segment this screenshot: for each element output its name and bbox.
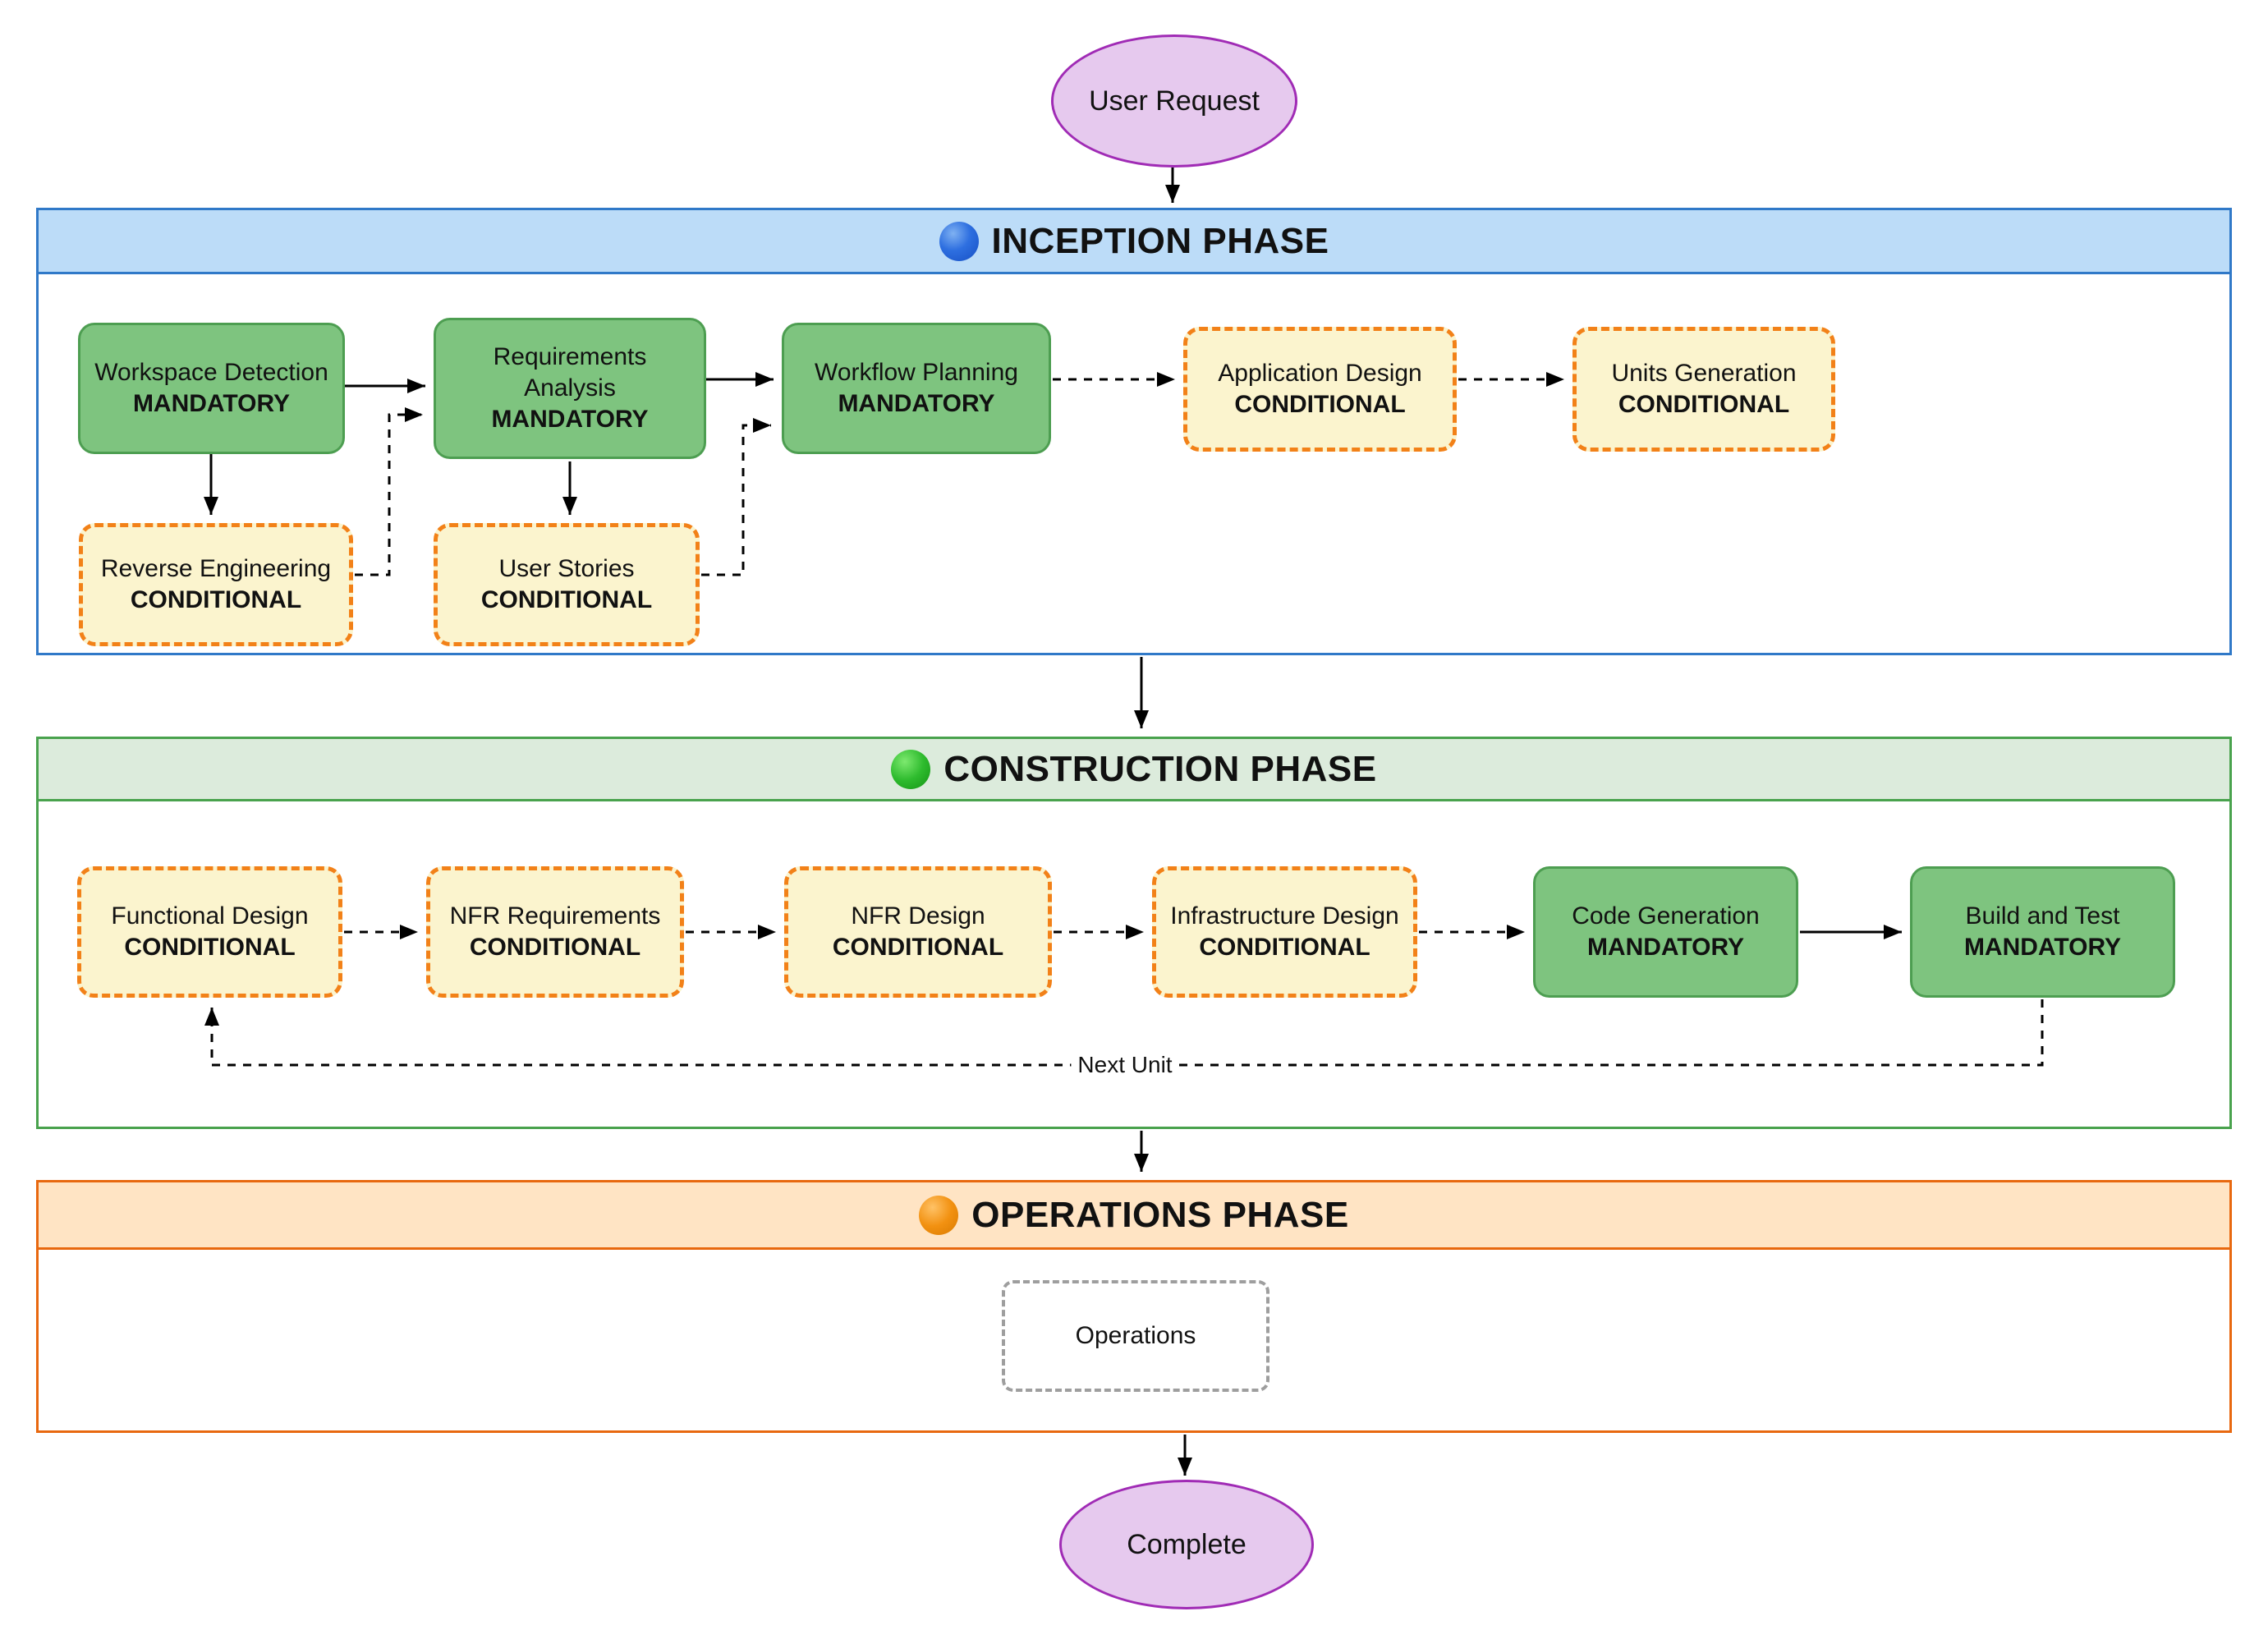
- node-infrastructure-design[interactable]: Infrastructure Design CONDITIONAL: [1152, 866, 1417, 998]
- node-functional-design[interactable]: Functional Design CONDITIONAL: [77, 866, 342, 998]
- orange-circle-icon: [919, 1195, 959, 1235]
- green-circle-icon: [891, 749, 931, 789]
- node-label: Infrastructure Design: [1170, 902, 1399, 930]
- node-label: Units Generation: [1611, 360, 1797, 387]
- operations-phase-title: OPERATIONS PHASE: [971, 1194, 1349, 1235]
- node-user-stories[interactable]: User Stories CONDITIONAL: [434, 523, 700, 646]
- node-workspace-detection[interactable]: Workspace Detection MANDATORY: [78, 323, 345, 454]
- node-badge: MANDATORY: [1586, 934, 1745, 961]
- node-application-design[interactable]: Application Design CONDITIONAL: [1183, 327, 1457, 452]
- node-label: Requirements Analysis: [493, 343, 647, 402]
- node-code-generation[interactable]: Code Generation MANDATORY: [1533, 866, 1798, 998]
- node-label: Operations: [1075, 1322, 1196, 1349]
- node-requirements-analysis[interactable]: Requirements Analysis MANDATORY: [434, 318, 706, 459]
- construction-phase-header: CONSTRUCTION PHASE: [39, 739, 2229, 801]
- node-badge: CONDITIONAL: [1618, 391, 1790, 418]
- node-badge: MANDATORY: [838, 390, 995, 417]
- node-label: Workspace Detection: [94, 359, 328, 386]
- operations-phase-header: OPERATIONS PHASE: [39, 1182, 2229, 1250]
- node-badge: CONDITIONAL: [832, 934, 1004, 961]
- complete-label: Complete: [1127, 1528, 1246, 1560]
- node-label: Reverse Engineering: [100, 555, 332, 582]
- node-badge: MANDATORY: [1963, 934, 2122, 961]
- node-badge: MANDATORY: [491, 406, 649, 433]
- node-label: Application Design: [1218, 360, 1422, 387]
- node-reverse-engineering[interactable]: Reverse Engineering CONDITIONAL: [79, 523, 353, 646]
- node-label: User Stories: [498, 555, 635, 582]
- node-label: Build and Test: [1965, 902, 2120, 930]
- node-badge: CONDITIONAL: [1234, 391, 1406, 418]
- node-label: Workflow Planning: [815, 359, 1018, 386]
- node-badge: CONDITIONAL: [469, 934, 641, 961]
- user-request-label: User Request: [1089, 85, 1260, 117]
- node-units-generation[interactable]: Units Generation CONDITIONAL: [1572, 327, 1835, 452]
- node-label: Code Generation: [1572, 902, 1760, 930]
- user-request-terminal[interactable]: User Request: [1051, 34, 1297, 168]
- blue-circle-icon: [939, 221, 979, 261]
- node-build-and-test[interactable]: Build and Test MANDATORY: [1910, 866, 2175, 998]
- node-operations[interactable]: Operations: [1002, 1280, 1269, 1392]
- node-label: Functional Design: [111, 902, 309, 930]
- next-unit-label: Next Unit: [1071, 1052, 1179, 1078]
- inception-phase-container[interactable]: INCEPTION PHASE: [36, 208, 2232, 655]
- node-workflow-planning[interactable]: Workflow Planning MANDATORY: [782, 323, 1051, 454]
- node-label: NFR Design: [851, 902, 985, 930]
- node-badge: CONDITIONAL: [1199, 934, 1370, 961]
- node-badge: CONDITIONAL: [130, 586, 302, 613]
- complete-terminal[interactable]: Complete: [1059, 1480, 1314, 1609]
- node-badge: CONDITIONAL: [480, 586, 653, 613]
- construction-phase-title: CONSTRUCTION PHASE: [943, 748, 1377, 789]
- node-badge: CONDITIONAL: [124, 934, 296, 961]
- node-nfr-design[interactable]: NFR Design CONDITIONAL: [784, 866, 1052, 998]
- node-badge: MANDATORY: [132, 390, 291, 417]
- node-label: NFR Requirements: [449, 902, 661, 930]
- inception-phase-header: INCEPTION PHASE: [39, 210, 2229, 274]
- inception-phase-title: INCEPTION PHASE: [991, 220, 1329, 261]
- node-nfr-requirements[interactable]: NFR Requirements CONDITIONAL: [426, 866, 684, 998]
